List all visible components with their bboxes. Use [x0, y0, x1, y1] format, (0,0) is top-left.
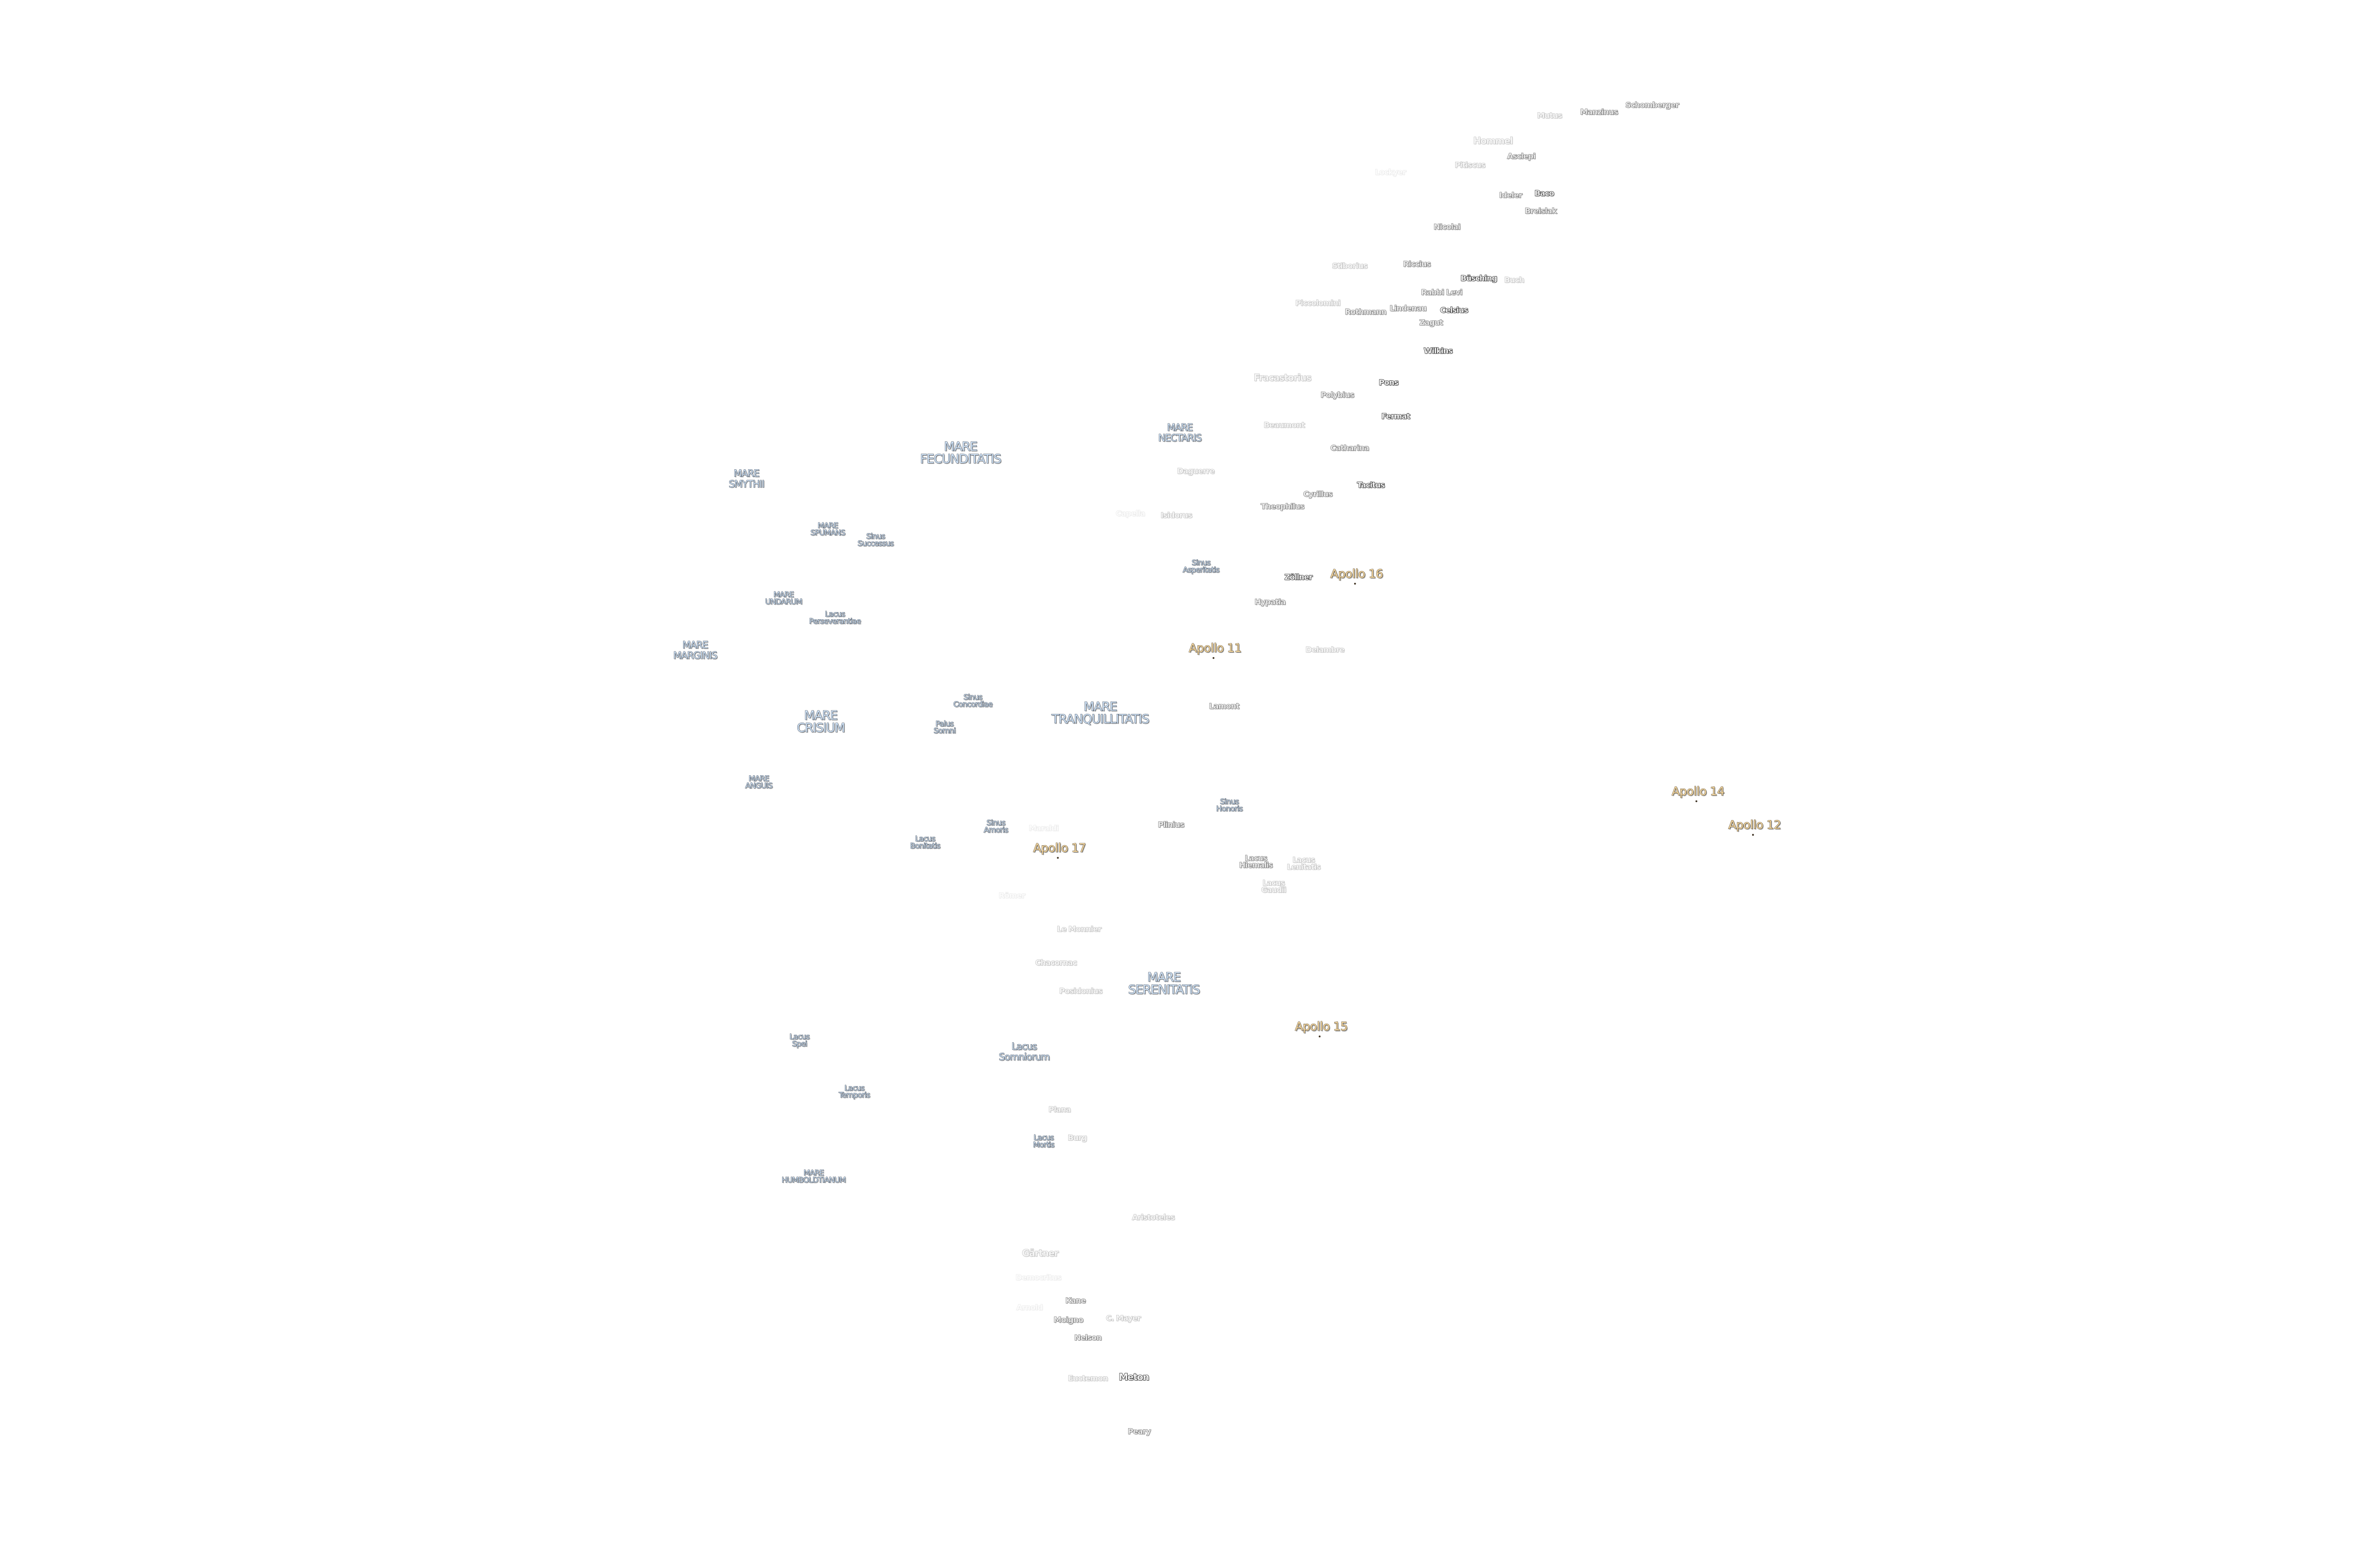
crater-label: Peary: [1128, 1428, 1151, 1438]
crater-label: Piccolomini: [1295, 300, 1341, 309]
crater-label: Asclepi: [1507, 153, 1536, 163]
crater-label: Lindenau: [1389, 305, 1427, 315]
crater-label: Tacitus: [1357, 482, 1385, 492]
crater-label: Theophilus: [1260, 503, 1305, 513]
mare-label: Sinus Amoris: [983, 820, 1009, 837]
landing-site-marker-icon: [1354, 583, 1356, 584]
mare-label: MARE UNDARUM: [765, 592, 803, 609]
landing-site-marker-icon: [1752, 834, 1754, 836]
mare-label: Lacus Gaudii: [1261, 880, 1287, 897]
crater-label: Lockyer: [1375, 169, 1407, 178]
crater-label: Plinius: [1158, 821, 1185, 831]
mare-label: Lacus Mortis: [1033, 1135, 1055, 1152]
crater-label: Beaumont: [1263, 422, 1305, 431]
crater-label: Fermat: [1381, 413, 1410, 423]
crater-label: Zöllner: [1284, 574, 1313, 583]
crater-label: Breislak: [1525, 208, 1557, 217]
landing-site-marker-icon: [1057, 857, 1059, 859]
crater-label: Hypatia: [1254, 599, 1286, 608]
crater-label: Burg: [1067, 1135, 1087, 1144]
apollo-site-label: Apollo 15: [1295, 1019, 1348, 1034]
mare-label: Lacus Perseverantiae: [809, 611, 861, 628]
crater-label: Moigno: [1053, 1317, 1084, 1326]
mare-label: Palus Somni: [933, 721, 956, 738]
mare-label: Lacus Lenitatis: [1287, 857, 1321, 874]
crater-label: Maraldi: [1029, 825, 1060, 835]
crater-label: Pitiscus: [1454, 162, 1486, 171]
crater-label: Riccius: [1403, 261, 1431, 270]
crater-label: Mutus: [1537, 112, 1563, 122]
mare-label: Lacus Temporis: [839, 1085, 871, 1102]
crater-label: Kane: [1065, 1297, 1086, 1307]
mare-label: Lacus Hiemalis: [1239, 855, 1273, 872]
crater-label: Rabbi Levi: [1421, 289, 1463, 299]
apollo-site-label: Apollo 16: [1330, 567, 1383, 582]
mare-label: MARE SMYTHII: [728, 469, 764, 490]
mare-label: MARE MARGINIS: [673, 641, 718, 662]
crater-label: Plana: [1048, 1107, 1071, 1116]
apollo-site-label: Apollo 17: [1033, 841, 1086, 856]
crater-label: Daguerre: [1177, 468, 1215, 477]
crater-label: Democritus: [1015, 1275, 1062, 1284]
crater-label: C. Mayer: [1106, 1315, 1141, 1325]
mare-label: Lacus Bonitatis: [910, 836, 941, 853]
crater-label: Ideler: [1499, 192, 1523, 201]
apollo-site-label: Apollo 12: [1728, 818, 1781, 832]
landing-site-marker-icon: [1695, 800, 1697, 802]
crater-label: Büsching: [1460, 275, 1498, 285]
mare-label: Sinus Concordiae: [953, 694, 993, 711]
landing-site-marker-icon: [1319, 1035, 1320, 1038]
crater-label: Zagut: [1419, 319, 1443, 329]
crater-label: Nicolai: [1433, 224, 1461, 233]
mare-label: Sinus Asperitatis: [1182, 560, 1220, 577]
crater-label: Meton: [1119, 1373, 1150, 1384]
crater-label: Aristoteles: [1131, 1214, 1175, 1224]
mare-label: Lacus Spei: [789, 1034, 810, 1051]
crater-label: Hommel: [1473, 137, 1514, 148]
mare-label: MARE NECTARIS: [1158, 423, 1202, 444]
mare-label: Lacus Somniorum: [999, 1042, 1051, 1063]
mare-label: MARE TRANQUILLITATIS: [1051, 700, 1150, 727]
crater-label: Isidorus: [1160, 512, 1193, 522]
crater-label: Delambre: [1305, 646, 1345, 656]
crater-label: Cyrillus: [1303, 491, 1333, 500]
crater-label: Fracastorius: [1253, 374, 1312, 385]
mare-label: Sinus Honoris: [1216, 799, 1243, 816]
mare-label: MARE FECUNDITATIS: [920, 440, 1002, 467]
crater-label: Arnold: [1016, 1305, 1043, 1314]
apollo-site-label: Apollo 14: [1672, 784, 1725, 799]
crater-label: Pons: [1378, 379, 1399, 389]
crater-label: Stiborius: [1332, 263, 1368, 272]
mare-label: MARE CRISIUM: [796, 709, 845, 736]
crater-label: Euctemon: [1068, 1375, 1109, 1384]
crater-label: Rothmann: [1345, 309, 1387, 318]
landing-site-marker-icon: [1212, 657, 1214, 659]
crater-label: Wilkins: [1423, 347, 1453, 357]
crater-label: Gärtner: [1021, 1249, 1059, 1260]
mare-label: MARE ANGUIS: [745, 775, 773, 792]
crater-label: Polybius: [1320, 392, 1355, 401]
crater-label: Römer: [998, 892, 1025, 902]
crater-label: Schomberger: [1625, 102, 1679, 111]
mare-label: Sinus Successus: [857, 533, 894, 550]
apollo-site-label: Apollo 11: [1189, 641, 1242, 656]
crater-label: Le Monnier: [1057, 926, 1102, 936]
crater-label: Celsius: [1440, 307, 1469, 316]
mare-label: MARE SPUMANS: [810, 523, 846, 540]
crater-label: Catharina: [1330, 445, 1369, 455]
crater-label: Buch: [1504, 277, 1525, 287]
crater-label: Baco: [1534, 190, 1555, 200]
mare-label: MARE HUMBOLDTIANUM: [782, 1170, 846, 1187]
mare-label: MARE SERENITATIS: [1128, 970, 1200, 998]
crater-label: Nelson: [1074, 1334, 1102, 1344]
crater-label: Lamont: [1209, 703, 1240, 712]
crater-label: Capella: [1115, 510, 1145, 520]
crater-label: Posidonius: [1059, 988, 1103, 998]
crater-label: Manzinus: [1580, 109, 1618, 119]
crater-label: Chacornac: [1035, 959, 1077, 969]
